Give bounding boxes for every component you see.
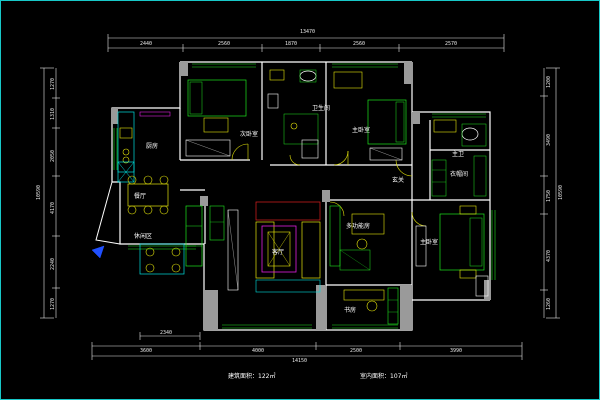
leisure-furniture bbox=[91, 181, 203, 275]
bottom-dim-1: 3600 bbox=[140, 348, 152, 354]
bedroom1-label: 主卧室 bbox=[352, 126, 370, 134]
top-overall-dim: 13470 bbox=[300, 29, 315, 35]
master-bedroom-label: 主卧室 bbox=[420, 238, 438, 246]
left-dim-3: 2050 bbox=[50, 150, 56, 162]
kitchen-label: 厨房 bbox=[146, 142, 158, 150]
right-dim-3: 1750 bbox=[546, 190, 552, 202]
wall-columns bbox=[112, 62, 490, 330]
left-dim-4: 4170 bbox=[50, 202, 56, 214]
bedroom1-furniture bbox=[333, 71, 407, 161]
left-dimension-text: 10590 1270 1310 2050 4170 2240 1270 bbox=[36, 78, 56, 310]
dining-set bbox=[127, 175, 169, 215]
entry-label: 玄关 bbox=[392, 176, 404, 184]
cloak-label: 衣帽间 bbox=[450, 170, 468, 178]
right-dim-1: 1200 bbox=[546, 76, 552, 88]
top-dimension-lines bbox=[107, 34, 505, 52]
windows bbox=[113, 63, 496, 329]
bottom-dimension-lines bbox=[91, 332, 523, 360]
multi-room-label: 多功能房 bbox=[346, 222, 370, 230]
top-dim-1: 2440 bbox=[140, 41, 152, 47]
top-dim-3: 1870 bbox=[285, 41, 297, 47]
right-dim-2: 3490 bbox=[546, 134, 552, 146]
master-bath-fixtures bbox=[431, 119, 487, 197]
right-dim-4: 4370 bbox=[546, 250, 552, 262]
bottom-dim-4: 3990 bbox=[450, 348, 462, 354]
study-label: 书房 bbox=[344, 306, 356, 314]
right-dimension-lines bbox=[540, 67, 560, 319]
left-dim-1: 1270 bbox=[50, 78, 56, 90]
study-furniture bbox=[343, 287, 399, 325]
kitchen-fixtures bbox=[117, 111, 171, 183]
bottom-overall-dim: 14150 bbox=[292, 358, 307, 364]
left-dim-6: 1270 bbox=[50, 298, 56, 310]
bathroom1-fixtures bbox=[267, 69, 319, 159]
bottom-dim-2: 4000 bbox=[252, 348, 264, 354]
right-dimension-text: 10590 1200 3490 1750 4370 1260 bbox=[546, 76, 564, 310]
top-dim-4: 2560 bbox=[353, 41, 365, 47]
left-dimension-lines bbox=[40, 67, 60, 319]
master-bath-label: 主卫 bbox=[452, 150, 464, 158]
right-dim-5: 1260 bbox=[546, 298, 552, 310]
interior-area-label: 室内面积：107㎡ bbox=[360, 372, 407, 380]
left-dim-2: 1310 bbox=[50, 108, 56, 120]
bedroom2-label: 次卧室 bbox=[240, 130, 258, 138]
door-swings bbox=[231, 143, 427, 227]
dining-label: 餐厅 bbox=[134, 192, 146, 200]
top-dim-5: 2570 bbox=[445, 41, 457, 47]
bedroom2-furniture bbox=[185, 79, 247, 157]
multi-room-furniture bbox=[329, 205, 385, 271]
bottom-dim-3: 2500 bbox=[350, 348, 362, 354]
bathroom1-label: 卫生间 bbox=[312, 104, 330, 112]
left-dim-5: 2240 bbox=[50, 258, 56, 270]
bottom-sub-dim: 2340 bbox=[160, 330, 172, 336]
master-bedroom-furniture bbox=[415, 205, 489, 297]
right-overall-dim: 10590 bbox=[558, 185, 564, 200]
leisure-label: 休闲区 bbox=[134, 232, 152, 240]
living-label: 客厅 bbox=[272, 248, 284, 256]
top-dim-2: 2560 bbox=[218, 41, 230, 47]
left-overall-dim: 10590 bbox=[36, 185, 42, 200]
building-area-label: 建筑面积：122㎡ bbox=[228, 372, 275, 380]
living-furniture bbox=[209, 201, 321, 293]
